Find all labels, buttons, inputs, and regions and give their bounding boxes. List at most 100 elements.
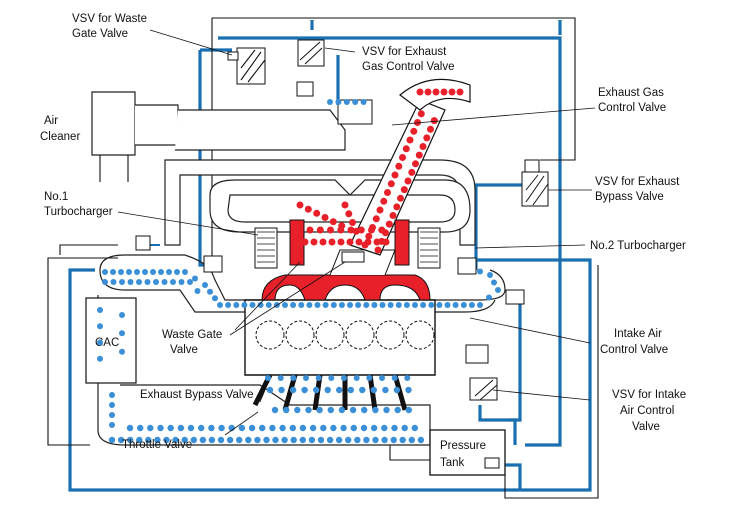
flow-dot <box>349 406 357 414</box>
flow-dot <box>314 302 321 308</box>
flow-dot <box>410 127 418 135</box>
flow-dot <box>279 424 286 432</box>
label-vsv-waste-gate-1: VSV for Waste <box>72 13 147 25</box>
flow-dot <box>415 151 423 159</box>
flow-dot <box>170 279 176 285</box>
flow-dot <box>306 302 313 308</box>
flow-dot <box>359 386 366 394</box>
flow-dot <box>202 282 208 288</box>
flow-dot <box>126 269 132 275</box>
flow-dot <box>217 302 223 308</box>
flow-dot <box>468 302 475 308</box>
flow-dot <box>399 251 405 258</box>
flow-dot <box>145 436 152 444</box>
flow-dot <box>144 279 151 285</box>
flow-dot <box>341 201 349 209</box>
flow-dot <box>404 375 411 381</box>
flow-dot <box>336 386 343 394</box>
flow-dot <box>136 436 143 444</box>
flow-dot <box>109 412 115 418</box>
flow-dot <box>322 302 329 308</box>
flow-dot <box>299 424 307 432</box>
flow-dot <box>294 406 301 414</box>
label-no1-turbo-2: Turbocharger <box>44 206 113 218</box>
flow-dot <box>320 424 327 432</box>
flow-dot <box>233 302 240 308</box>
flow-dot <box>393 203 401 211</box>
flow-dot <box>406 136 414 144</box>
flow-dot <box>405 406 412 414</box>
flow-dot <box>335 436 343 444</box>
flow-dot <box>97 323 103 330</box>
flow-dot <box>158 269 164 275</box>
flow-dot <box>309 424 317 432</box>
flow-dot <box>174 269 180 275</box>
label-air-cleaner-2: Cleaner <box>40 131 80 143</box>
flow-dot <box>370 424 378 432</box>
flow-dot <box>448 88 456 96</box>
flow-dot <box>119 330 125 337</box>
flow-dot <box>402 145 410 153</box>
flow-dot <box>432 88 440 96</box>
flow-dot <box>382 386 389 394</box>
flow-dot <box>127 279 134 285</box>
flow-dot <box>217 436 225 444</box>
vsv-waste-gate-valve <box>227 47 266 85</box>
flow-dot <box>265 375 271 381</box>
flow-dot <box>110 279 117 285</box>
flow-dot <box>346 238 354 246</box>
flow-dot <box>324 386 331 394</box>
flow-dot <box>157 424 164 432</box>
flow-dot <box>354 436 361 444</box>
flow-dot <box>142 269 148 275</box>
flow-dot <box>399 229 405 236</box>
flow-dot <box>335 99 342 105</box>
label-no2-turbo: No.2 Turbocharger <box>590 240 686 252</box>
flow-dot <box>238 424 246 432</box>
flow-dot <box>347 302 353 308</box>
flow-dot <box>399 154 406 161</box>
flow-dot <box>301 238 309 246</box>
label-exhaust-gas-cv-2: Control Valve <box>598 102 666 114</box>
flow-dot <box>486 294 492 301</box>
flow-dot <box>379 375 385 381</box>
flow-dot <box>241 302 248 308</box>
flow-dot <box>487 272 493 278</box>
flow-dot <box>127 436 134 444</box>
label-exhaust-bypass-valve: Exhaust Bypass Valve <box>140 389 254 401</box>
flow-dot <box>136 279 142 285</box>
flow-dot <box>212 295 218 302</box>
flow-dot <box>391 171 399 179</box>
flow-dot <box>194 288 201 294</box>
flow-dot <box>338 302 345 308</box>
leader-lines <box>117 29 596 436</box>
flow-dot <box>289 424 296 432</box>
flow-dot <box>373 238 381 246</box>
flow-dot <box>289 386 297 394</box>
flow-dot <box>119 279 125 285</box>
flow-dot <box>154 436 161 444</box>
flow-dot <box>310 238 318 246</box>
flow-dot <box>477 268 483 275</box>
flow-dot <box>345 436 352 444</box>
flow-dot <box>198 424 205 432</box>
flow-dot <box>109 392 115 398</box>
flow-dot <box>306 226 314 234</box>
label-vsv-exhaust-gas-1: VSV for Exhaust <box>362 46 447 58</box>
flow-dot <box>327 406 334 414</box>
flow-dot <box>401 424 408 432</box>
flow-dot <box>436 302 443 308</box>
flow-dot <box>353 375 360 381</box>
label-vsv-waste-gate-2: Gate Valve <box>72 28 128 40</box>
flow-dot <box>379 302 386 308</box>
flow-dot <box>263 436 270 444</box>
flow-dot <box>207 288 213 295</box>
flow-dot <box>360 99 367 105</box>
flow-dot <box>361 406 368 414</box>
flow-dot <box>225 302 232 308</box>
flow-dot <box>343 99 350 105</box>
label-waste-gate-2: Valve <box>170 344 198 356</box>
flow-dot <box>393 386 401 394</box>
air-cleaner <box>91 91 346 182</box>
